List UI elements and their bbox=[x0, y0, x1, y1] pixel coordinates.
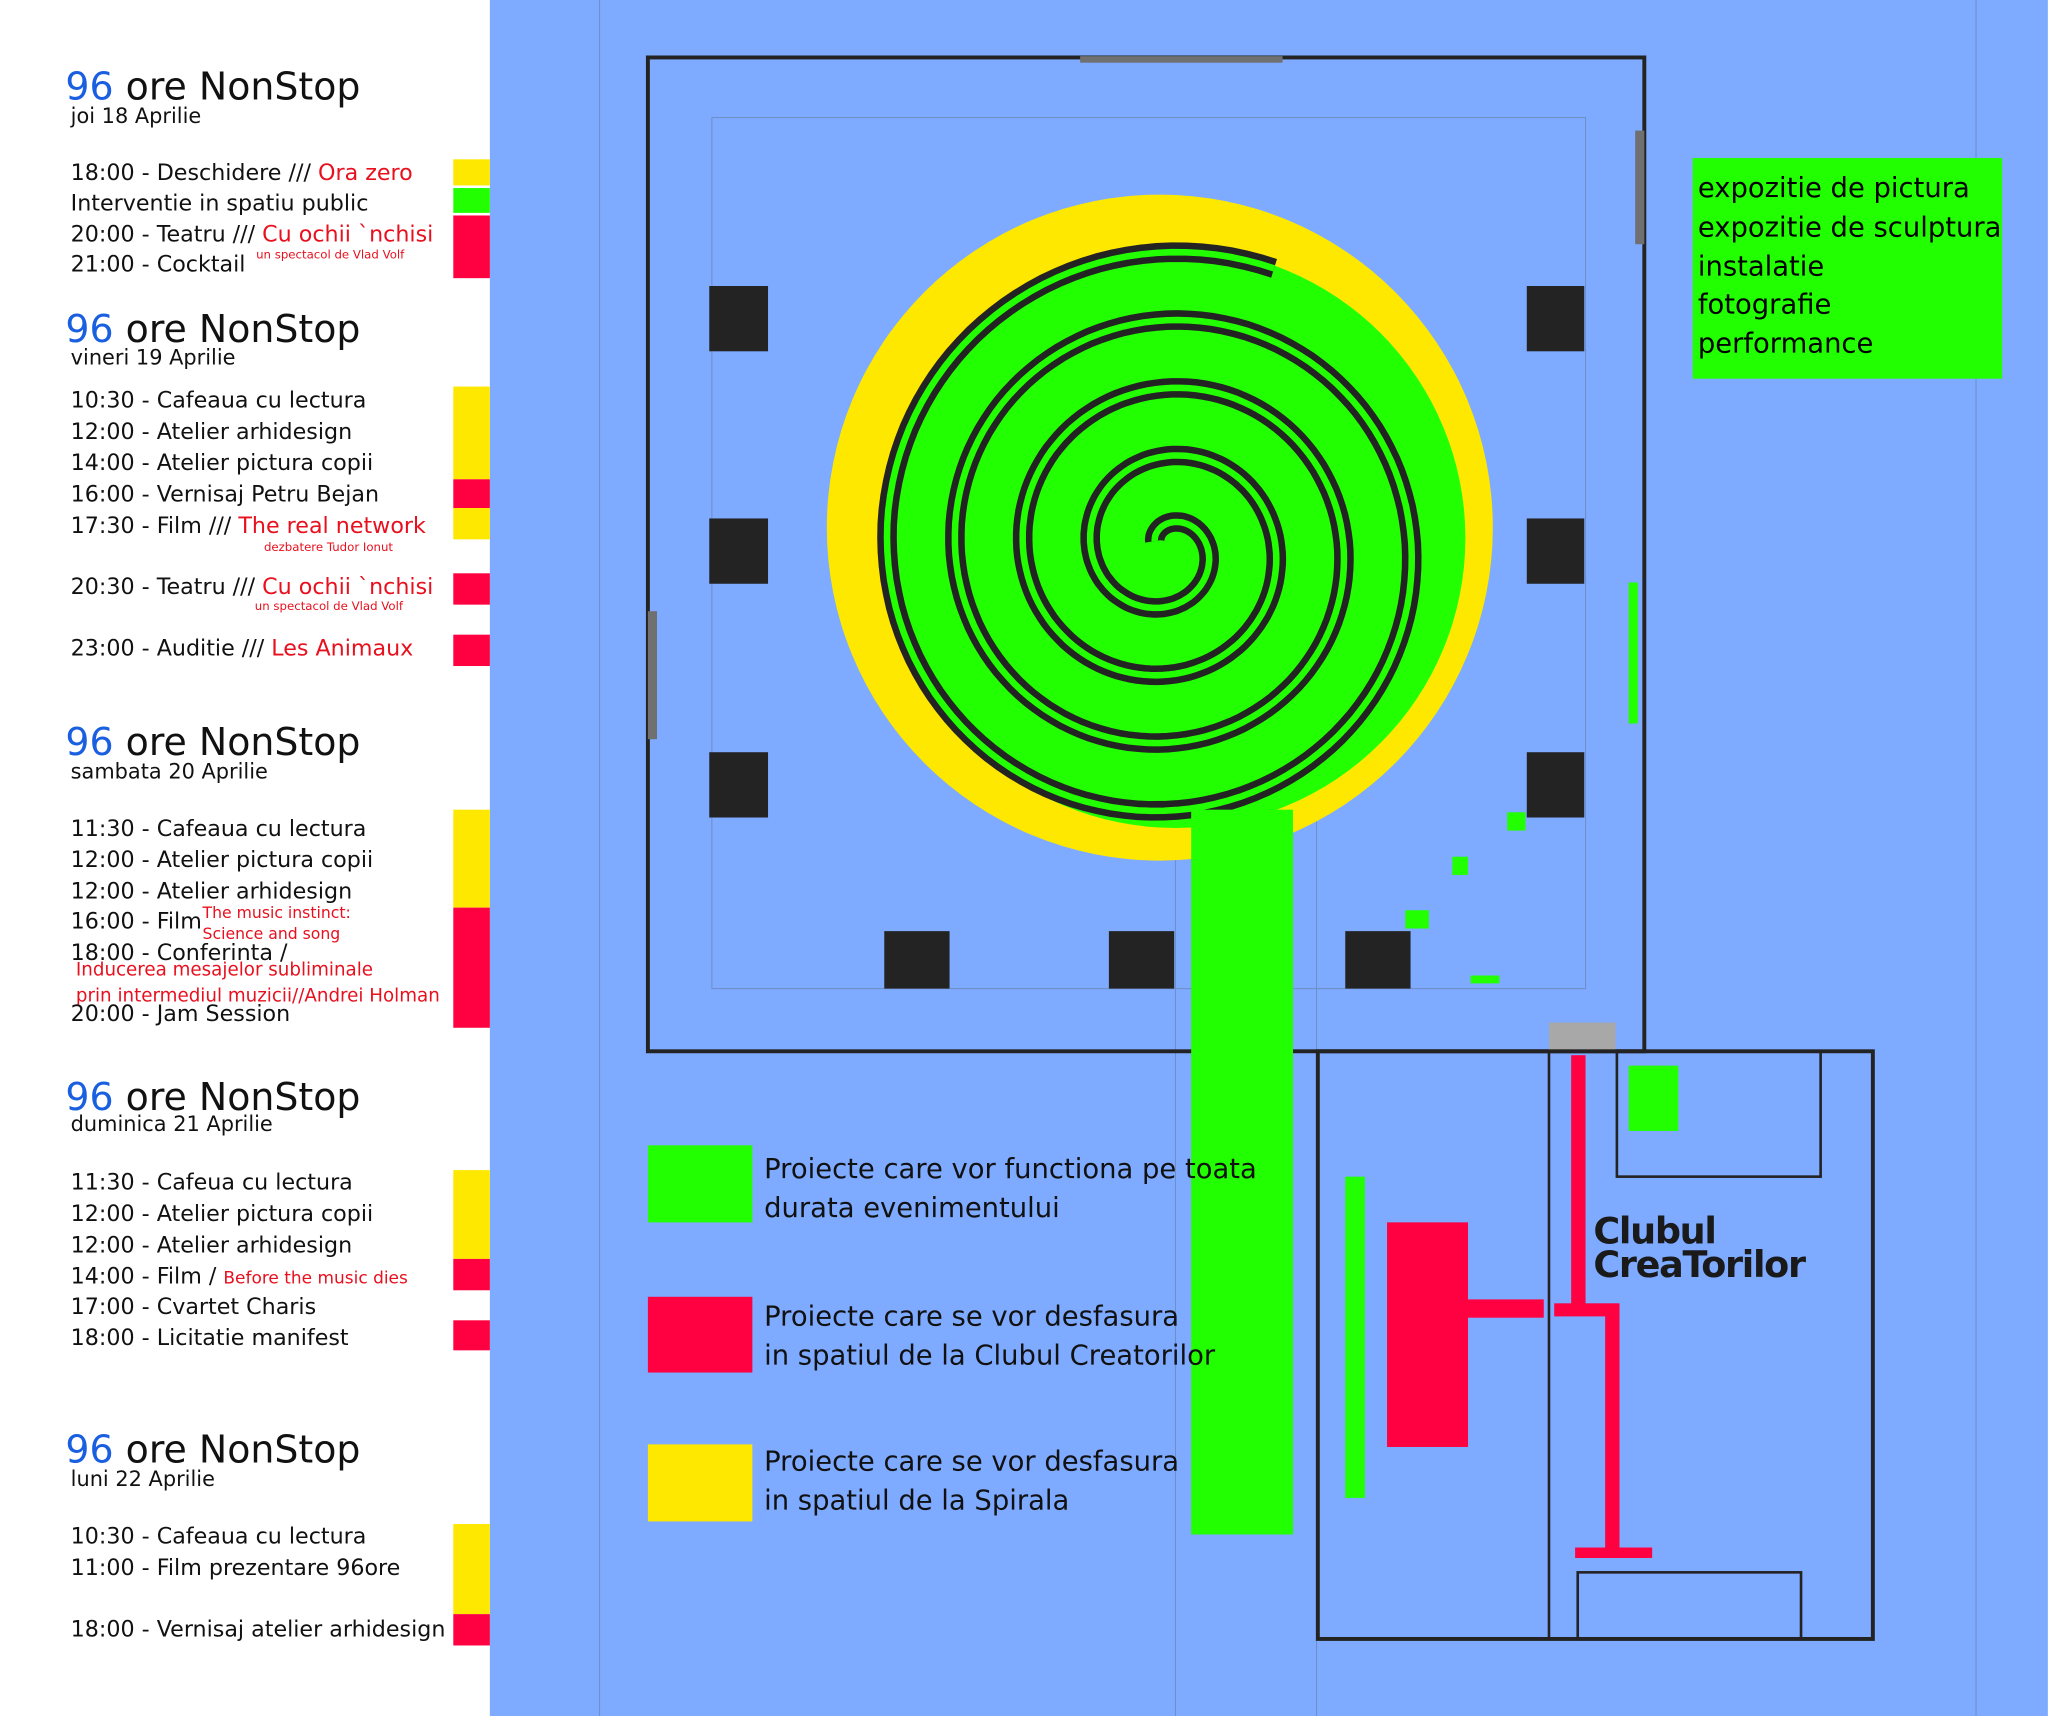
svg-text:18:00 - Deschidere /// Ora zer: 18:00 - Deschidere /// Ora zero bbox=[71, 160, 413, 186]
clubul-floorplan: Clubul CreaTorilor bbox=[1315, 1022, 1875, 1641]
svg-text:16:00 - Film: 16:00 - Film bbox=[71, 909, 202, 935]
svg-text:20:00 - Teatru /// Cu ochii `n: 20:00 - Teatru /// Cu ochii `nchisi bbox=[71, 222, 434, 248]
svg-text:Interventie in spatiu public: Interventie in spatiu public bbox=[71, 190, 369, 216]
svg-text:Science and song: Science and song bbox=[203, 924, 341, 943]
svg-text:96 ore NonStop: 96 ore NonStop bbox=[65, 307, 360, 351]
day-block: 96 ore NonStop joi 18 Aprilie 18:00 - De… bbox=[65, 64, 433, 277]
legend-swatch-green bbox=[647, 1145, 753, 1223]
svg-text:12:00 - Atelier arhidesign: 12:00 - Atelier arhidesign bbox=[71, 419, 353, 445]
svg-text:14:00 - Film / Before the mus: 14:00 - Film / Before the music dies bbox=[71, 1264, 408, 1290]
day-block: 96 ore NonStop duminica 21 Aprilie 11:30… bbox=[65, 1075, 408, 1351]
svg-text:fotografie: fotografie bbox=[1698, 289, 1832, 320]
svg-text:performance: performance bbox=[1698, 329, 1874, 360]
svg-text:20:00 - Jam Session: 20:00 - Jam Session bbox=[71, 1001, 291, 1027]
svg-text:un spectacol de Vlad Volf: un spectacol de Vlad Volf bbox=[255, 599, 404, 613]
svg-text:Proiecte care se vor desfasura: Proiecte care se vor desfasura bbox=[764, 1302, 1179, 1333]
svg-text:expozitie de sculptura: expozitie de sculptura bbox=[1698, 212, 2002, 243]
svg-text:vineri 19 Aprilie: vineri 19 Aprilie bbox=[71, 345, 236, 369]
day-block: 96 ore NonStop luni 22 Aprilie 10:30 - C… bbox=[65, 1428, 445, 1643]
pillars bbox=[709, 286, 1585, 989]
schedule-panel bbox=[0, 0, 490, 1716]
svg-text:14:00 - Atelier pictura copii: 14:00 - Atelier pictura copii bbox=[71, 450, 374, 476]
svg-text:18:00 - Licitatie manifest: 18:00 - Licitatie manifest bbox=[71, 1325, 349, 1351]
svg-text:10:30 - Cafeaua cu lectura: 10:30 - Cafeaua cu lectura bbox=[71, 387, 367, 413]
svg-text:20:30 - Teatru /// Cu ochii `n: 20:30 - Teatru /// Cu ochii `nchisi bbox=[71, 574, 434, 600]
svg-text:The music instinct:: The music instinct: bbox=[202, 903, 351, 922]
svg-text:96 ore NonStop: 96 ore NonStop bbox=[65, 1428, 360, 1472]
svg-text:prin intermediul muzicii//Andr: prin intermediul muzicii//Andrei Holman bbox=[76, 986, 440, 1007]
spirala-floorplan bbox=[645, 55, 1647, 1535]
svg-text:11:30 - Cafeua cu lectura: 11:30 - Cafeua cu lectura bbox=[71, 1170, 353, 1196]
svg-text:duminica 21 Aprilie: duminica 21 Aprilie bbox=[71, 1112, 273, 1136]
svg-text:21:00 - Cocktail: 21:00 - Cocktail bbox=[71, 252, 246, 278]
svg-text:expozitie de pictura: expozitie de pictura bbox=[1698, 173, 1970, 204]
svg-text:in spatiul de la Clubul Creato: in spatiul de la Clubul Creatorilor bbox=[764, 1341, 1216, 1372]
legend-swatch-red bbox=[647, 1296, 753, 1373]
legend: Proiecte care vor functiona pe toata dur… bbox=[647, 1145, 1257, 1522]
svg-text:in spatiul de la Spirala: in spatiul de la Spirala bbox=[764, 1486, 1069, 1517]
spiral-green bbox=[883, 248, 1415, 815]
svg-text:16:00 - Vernisaj Petru Bejan: 16:00 - Vernisaj Petru Bejan bbox=[71, 481, 379, 507]
svg-text:96 ore NonStop: 96 ore NonStop bbox=[65, 720, 360, 764]
svg-text:Inducerea mesajelor subliminal: Inducerea mesajelor subliminale bbox=[76, 960, 373, 981]
svg-text:durata evenimentului: durata evenimentului bbox=[764, 1193, 1060, 1224]
svg-text:luni 22 Aprilie: luni 22 Aprilie bbox=[71, 1467, 215, 1491]
svg-text:un spectacol de Vlad Volf: un spectacol de Vlad Volf bbox=[256, 248, 405, 262]
svg-text:18:00 - Vernisaj atelier arhid: 18:00 - Vernisaj atelier arhidesign bbox=[71, 1616, 446, 1642]
day-block: 96 ore NonStop sambata 20 Aprilie 11:30 … bbox=[65, 720, 439, 1027]
svg-text:11:00 - Film prezentare 96ore: 11:00 - Film prezentare 96ore bbox=[71, 1555, 401, 1581]
clubul-logo: Clubul bbox=[1593, 1209, 1715, 1252]
svg-text:12:00 - Atelier arhidesign: 12:00 - Atelier arhidesign bbox=[71, 878, 353, 904]
svg-text:11:30 - Cafeaua cu lectura: 11:30 - Cafeaua cu lectura bbox=[71, 816, 367, 842]
clubul-logo-line2: CreaTorilor bbox=[1593, 1243, 1806, 1286]
svg-text:sambata 20 Aprilie: sambata 20 Aprilie bbox=[71, 759, 268, 783]
svg-text:Proiecte care se vor desfasura: Proiecte care se vor desfasura bbox=[764, 1446, 1179, 1477]
schedule-color-bars bbox=[453, 159, 490, 1646]
svg-text:18:00 - Conferinta /: 18:00 - Conferinta / bbox=[71, 940, 288, 966]
svg-text:17:30 - Film /// The real netw: 17:30 - Film /// The real network bbox=[71, 513, 426, 539]
svg-text:10:30 - Cafeaua cu lectura: 10:30 - Cafeaua cu lectura bbox=[71, 1524, 367, 1550]
svg-text:joi 18 Aprilie: joi 18 Aprilie bbox=[70, 104, 202, 128]
svg-text:Proiecte care vor functiona pe: Proiecte care vor functiona pe toata bbox=[764, 1154, 1257, 1185]
svg-text:12:00 - Atelier pictura copii: 12:00 - Atelier pictura copii bbox=[71, 1201, 374, 1227]
svg-text:12:00 - Atelier arhidesign: 12:00 - Atelier arhidesign bbox=[71, 1232, 353, 1258]
svg-text:12:00 - Atelier pictura copii: 12:00 - Atelier pictura copii bbox=[71, 847, 374, 873]
svg-text:dezbatere Tudor Ionut: dezbatere Tudor Ionut bbox=[264, 540, 393, 554]
svg-text:96 ore NonStop: 96 ore NonStop bbox=[65, 1075, 360, 1119]
svg-text:17:00 - Cvartet Charis: 17:00 - Cvartet Charis bbox=[71, 1294, 317, 1320]
activities-box: expozitie de pictura expozitie de sculpt… bbox=[1692, 158, 2003, 379]
svg-text:96 ore NonStop: 96 ore NonStop bbox=[65, 64, 360, 108]
legend-swatch-yellow bbox=[647, 1444, 753, 1522]
svg-text:23:00 - Auditie /// Les Animau: 23:00 - Auditie /// Les Animaux bbox=[71, 636, 414, 662]
svg-text:instalatie: instalatie bbox=[1698, 252, 1824, 283]
day-block: 96 ore NonStop vineri 19 Aprilie 10:30 -… bbox=[65, 307, 433, 661]
